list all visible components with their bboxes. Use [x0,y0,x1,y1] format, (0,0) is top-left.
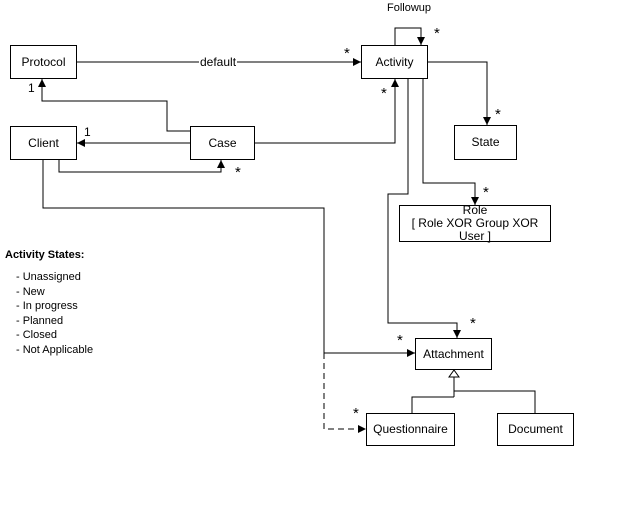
multiplicity-questionnaire: * [353,405,359,422]
edge-questionnaire-generalization [411,396,454,413]
edge-document-generalization [454,390,536,413]
edge-activity-state [428,61,491,125]
multiplicity-default-activity: * [344,45,350,62]
edge-activity-attachment [387,79,461,338]
multiplicity-role: * [483,184,489,201]
class-document[interactable]: Document [497,413,574,446]
edge-activity-role [422,79,479,205]
followup-label: Followup [387,2,432,14]
legend-list: Unassigned New In progress Planned Close… [5,271,93,358]
class-protocol[interactable]: Protocol [10,45,77,79]
legend-title: Activity States: [5,249,85,261]
class-role[interactable]: Role [ Role XOR Group XOR User ] [399,203,551,243]
multiplicity-client: 1 [84,125,91,139]
class-document-label: Document [508,422,563,436]
default-label: default [199,55,238,69]
legend-item: Not Applicable [16,344,93,359]
multiplicity-state: * [495,106,501,123]
multiplicity-client-case: * [235,164,241,181]
edge-client-case [58,160,225,173]
class-case[interactable]: Case [190,126,255,160]
class-state[interactable]: State [454,125,517,160]
multiplicity-activity-attachment: * [470,315,476,332]
class-attachment[interactable]: Attachment [415,338,492,370]
class-protocol-label: Protocol [21,54,66,69]
class-case-label: Case [208,135,237,150]
class-role-constraint: [ Role XOR Group XOR User ] [411,216,539,243]
edge-client-attachment [42,160,415,357]
multiplicity-protocol: 1 [28,81,35,95]
edge-case-activity [255,79,399,144]
class-questionnaire-label: Questionnaire [373,422,448,436]
class-questionnaire[interactable]: Questionnaire [366,413,455,446]
activity-states-legend: Activity States: Unassigned New In progr… [5,249,93,358]
legend-item: In progress [16,300,93,315]
generalization-triangle [448,369,460,378]
edge-case-protocol [38,79,190,132]
class-role-label: Role [462,203,488,217]
class-client-label: Client [28,135,59,150]
legend-item: New [16,286,93,301]
edge-activity-followup [394,27,425,46]
class-activity-label: Activity [375,54,414,69]
multiplicity-case-activity: * [381,85,387,102]
multiplicity-followup: * [434,25,440,42]
legend-item: Closed [16,329,93,344]
class-client[interactable]: Client [10,126,77,160]
class-attachment-label: Attachment [423,346,484,361]
class-state-label: State [471,135,500,149]
multiplicity-client-attachment: * [397,332,403,349]
legend-item: Planned [16,315,93,330]
edge-client-questionnaire [323,353,366,433]
legend-item: Unassigned [16,271,93,286]
class-activity[interactable]: Activity [361,45,428,79]
